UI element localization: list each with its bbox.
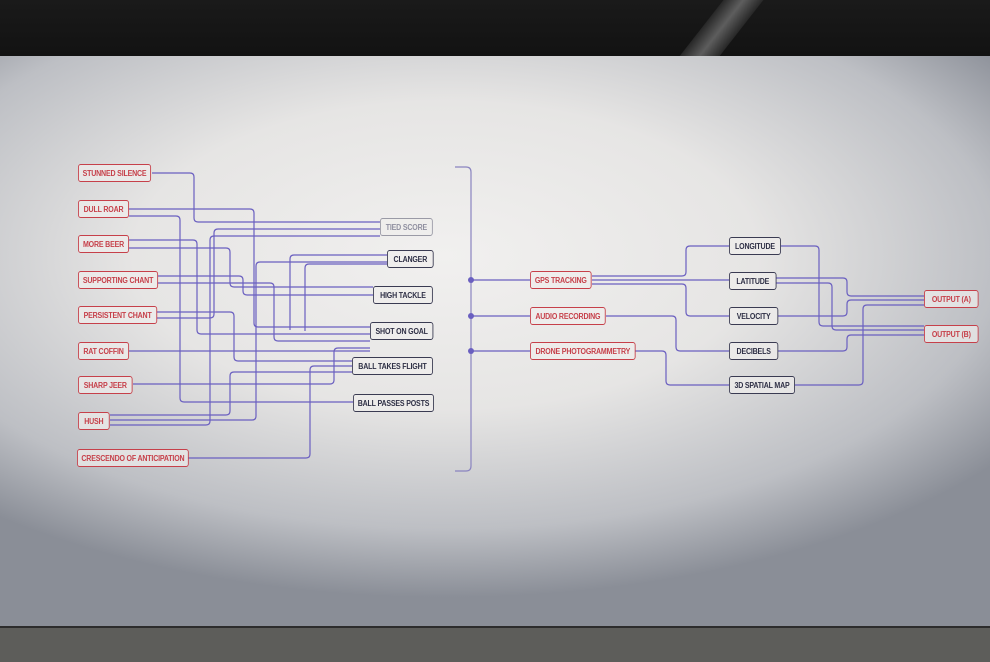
input-sharp-jeer: SHARP JEER — [78, 376, 133, 394]
ceiling — [0, 0, 990, 70]
event-ball-passes-posts: BALL PASSES POSTS — [353, 394, 434, 412]
output-a: OUTPUT (A) — [924, 290, 979, 308]
input-more-beer: MORE BEER — [78, 235, 130, 253]
stream-3d-spatial-map: 3D SPATIAL MAP — [729, 376, 795, 394]
gallery-wall — [0, 56, 990, 626]
event-tied-score: TIED SCORE — [380, 218, 433, 236]
input-supporting-chant: SUPPORTING CHANT — [78, 271, 159, 289]
stream-latitude: LATITUDE — [729, 272, 777, 290]
input-rat-coffin: RAT COFFIN — [78, 342, 130, 360]
input-stunned-silence: STUNNED SILENCE — [78, 164, 152, 182]
floor — [0, 626, 990, 662]
event-shot-on-goal: SHOT ON GOAL — [370, 322, 434, 340]
event-high-tackle: HIGH TACKLE — [373, 286, 433, 304]
method-drone-photogrammetry: DRONE PHOTOGRAMMETRY — [530, 342, 636, 360]
method-gps-tracking: GPS TRACKING — [530, 271, 592, 289]
event-ball-takes-flight: BALL TAKES FLIGHT — [352, 357, 433, 375]
stream-longitude: LONGITUDE — [729, 237, 781, 255]
input-dull-roar: DULL ROAR — [78, 200, 130, 218]
output-b: OUTPUT (B) — [924, 325, 979, 343]
input-persistent-chant: PERSISTENT CHANT — [78, 306, 158, 324]
stream-velocity: VELOCITY — [729, 307, 779, 325]
method-audio-recording: AUDIO RECORDING — [530, 307, 606, 325]
input-crescendo-of-anticipation: CRESCENDO OF ANTICIPATION — [77, 449, 189, 467]
stream-decibels: DECIBELS — [729, 342, 779, 360]
input-hush: HUSH — [78, 412, 110, 430]
event-clanger: CLANGER — [387, 250, 434, 268]
